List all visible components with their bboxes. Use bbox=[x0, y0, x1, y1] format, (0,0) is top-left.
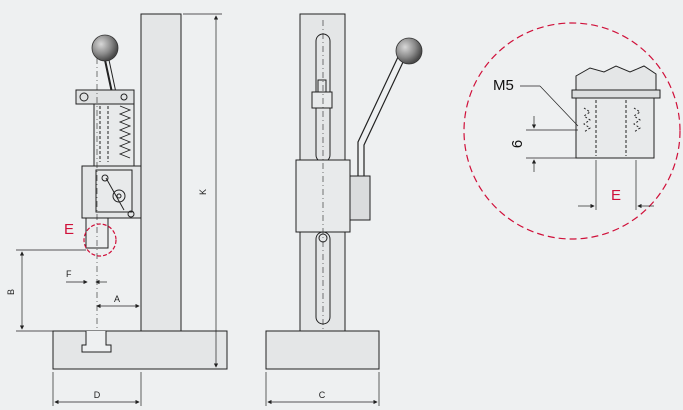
dim-label-6: 6 bbox=[509, 140, 526, 148]
front-dimensions bbox=[16, 13, 222, 406]
dim-label-A: A bbox=[114, 294, 120, 304]
side-dimensions bbox=[265, 372, 380, 406]
side-base bbox=[265, 330, 380, 370]
front-column bbox=[140, 13, 182, 332]
detail-marker-circle bbox=[83, 223, 117, 257]
dim-label-F: F bbox=[66, 269, 72, 279]
detail-dimensions bbox=[520, 85, 654, 210]
dim-label-C: C bbox=[319, 390, 326, 400]
dim-label-E-detail: E bbox=[611, 187, 621, 204]
detail-marker-label: E bbox=[64, 221, 74, 238]
front-knob bbox=[91, 34, 119, 62]
front-base bbox=[52, 330, 228, 370]
t-slot bbox=[81, 331, 112, 353]
side-view bbox=[265, 13, 405, 370]
dim-label-K: K bbox=[198, 189, 208, 195]
thread-label: M5 bbox=[493, 77, 514, 94]
detail-circle bbox=[463, 22, 681, 240]
dim-label-B: B bbox=[6, 289, 16, 295]
detail-view bbox=[571, 65, 661, 159]
front-view bbox=[52, 13, 228, 370]
side-knob bbox=[395, 37, 423, 65]
dim-label-D: D bbox=[94, 390, 101, 400]
